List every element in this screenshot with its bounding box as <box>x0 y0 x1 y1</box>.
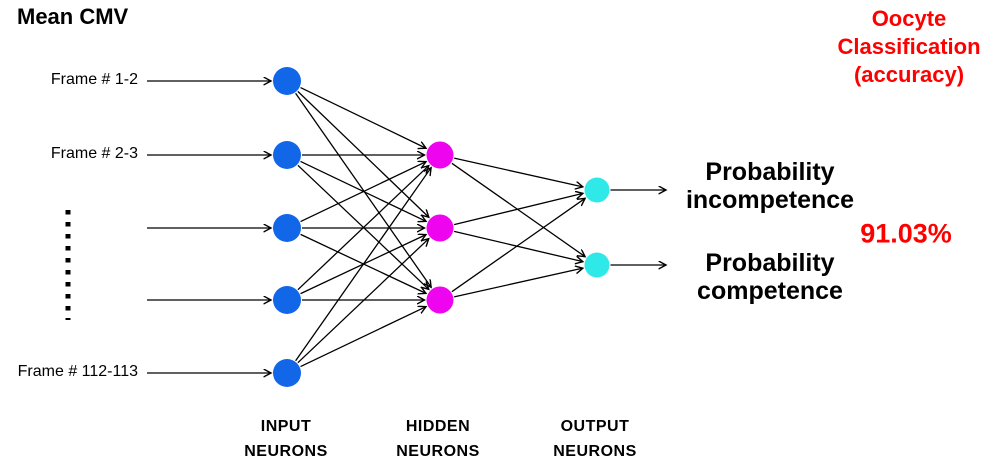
connection-arrow <box>297 90 429 217</box>
input-neuron <box>273 214 301 242</box>
output-layer-label: OUTPUT NEURONS <box>553 418 637 460</box>
connection-arrow <box>295 168 431 362</box>
output-neuron <box>584 252 610 278</box>
hidden-neuron <box>426 214 454 242</box>
connection-arrow <box>453 193 583 226</box>
hidden-layer-label: HIDDEN NEURONS <box>396 418 480 460</box>
hidden-neuron <box>426 141 454 169</box>
connection-arrow <box>300 162 426 223</box>
input-label-frame-1-2: Frame # 1-2 <box>50 71 138 88</box>
input-neuron <box>273 141 301 169</box>
input-label-frame-2-3: Frame # 2-3 <box>50 145 138 162</box>
connection-arrow <box>453 230 583 261</box>
accuracy-value: 91.03% <box>860 218 952 249</box>
output-label-incompetence: Probability incompetence <box>685 158 855 214</box>
input-layer-label: INPUT NEURONS <box>244 418 328 460</box>
figure-title: Mean CMV <box>17 4 129 29</box>
connection-arrow <box>454 157 583 187</box>
connection-arrow <box>300 86 427 149</box>
connection-arrow <box>297 166 429 291</box>
input-label-frame-112-113: Frame # 112-113 <box>17 363 138 380</box>
output-label-competence: Probability competence <box>697 249 843 305</box>
classification-accuracy-title: Oocyte Classification (accuracy) <box>837 6 981 87</box>
connection-arrow <box>300 307 426 368</box>
connection-arrow <box>297 239 429 364</box>
input-neuron <box>273 67 301 95</box>
connection-arrow <box>451 162 585 256</box>
input-neuron <box>273 359 301 387</box>
connection-arrow <box>295 92 432 287</box>
output-neuron <box>584 177 610 203</box>
connection-arrow <box>451 198 585 293</box>
hidden-neuron <box>426 286 454 314</box>
connection-arrow <box>454 268 583 298</box>
input-neuron <box>273 286 301 314</box>
